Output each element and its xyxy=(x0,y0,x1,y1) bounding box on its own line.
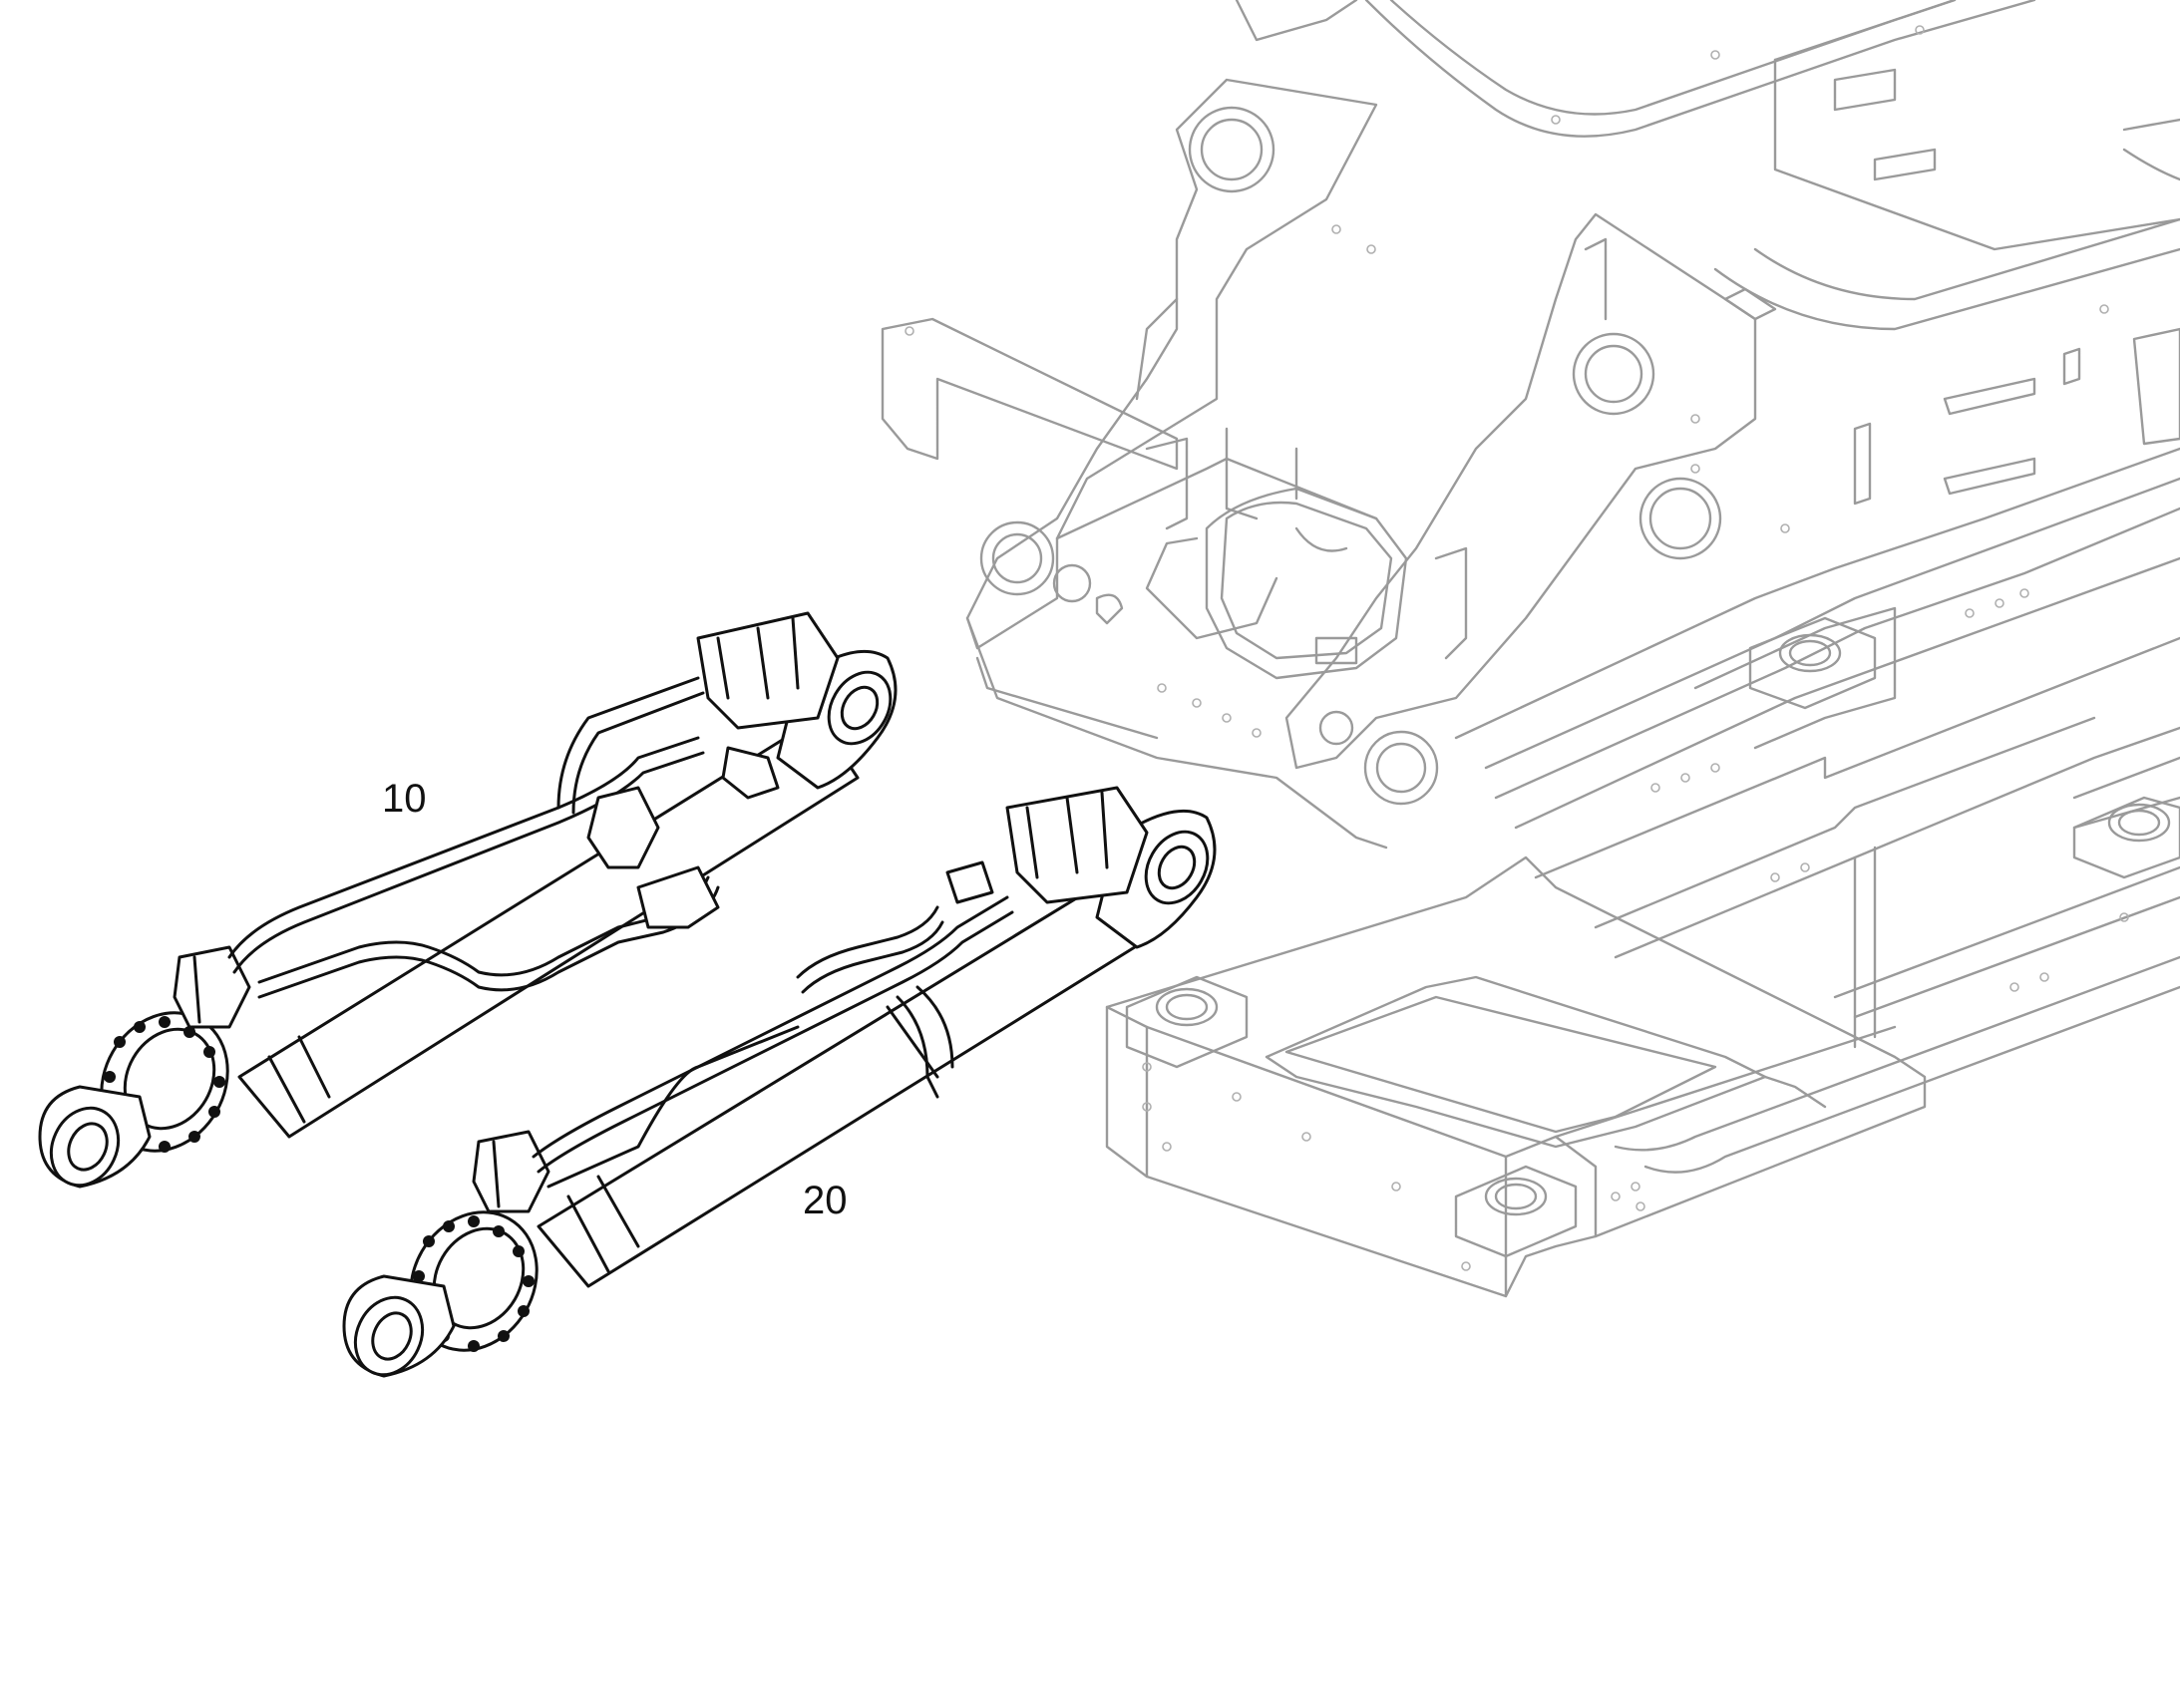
callout-part-20: 20 xyxy=(803,1179,848,1222)
hydraulic-cylinder-10 xyxy=(38,611,898,1189)
frame-bolt-holes xyxy=(1142,25,2129,1271)
hydraulic-cylinder-20 xyxy=(342,786,1217,1378)
machine-frame xyxy=(881,0,2180,1298)
cylinder-20-head-bolts xyxy=(413,1215,535,1352)
callout-part-10: 10 xyxy=(382,777,427,821)
